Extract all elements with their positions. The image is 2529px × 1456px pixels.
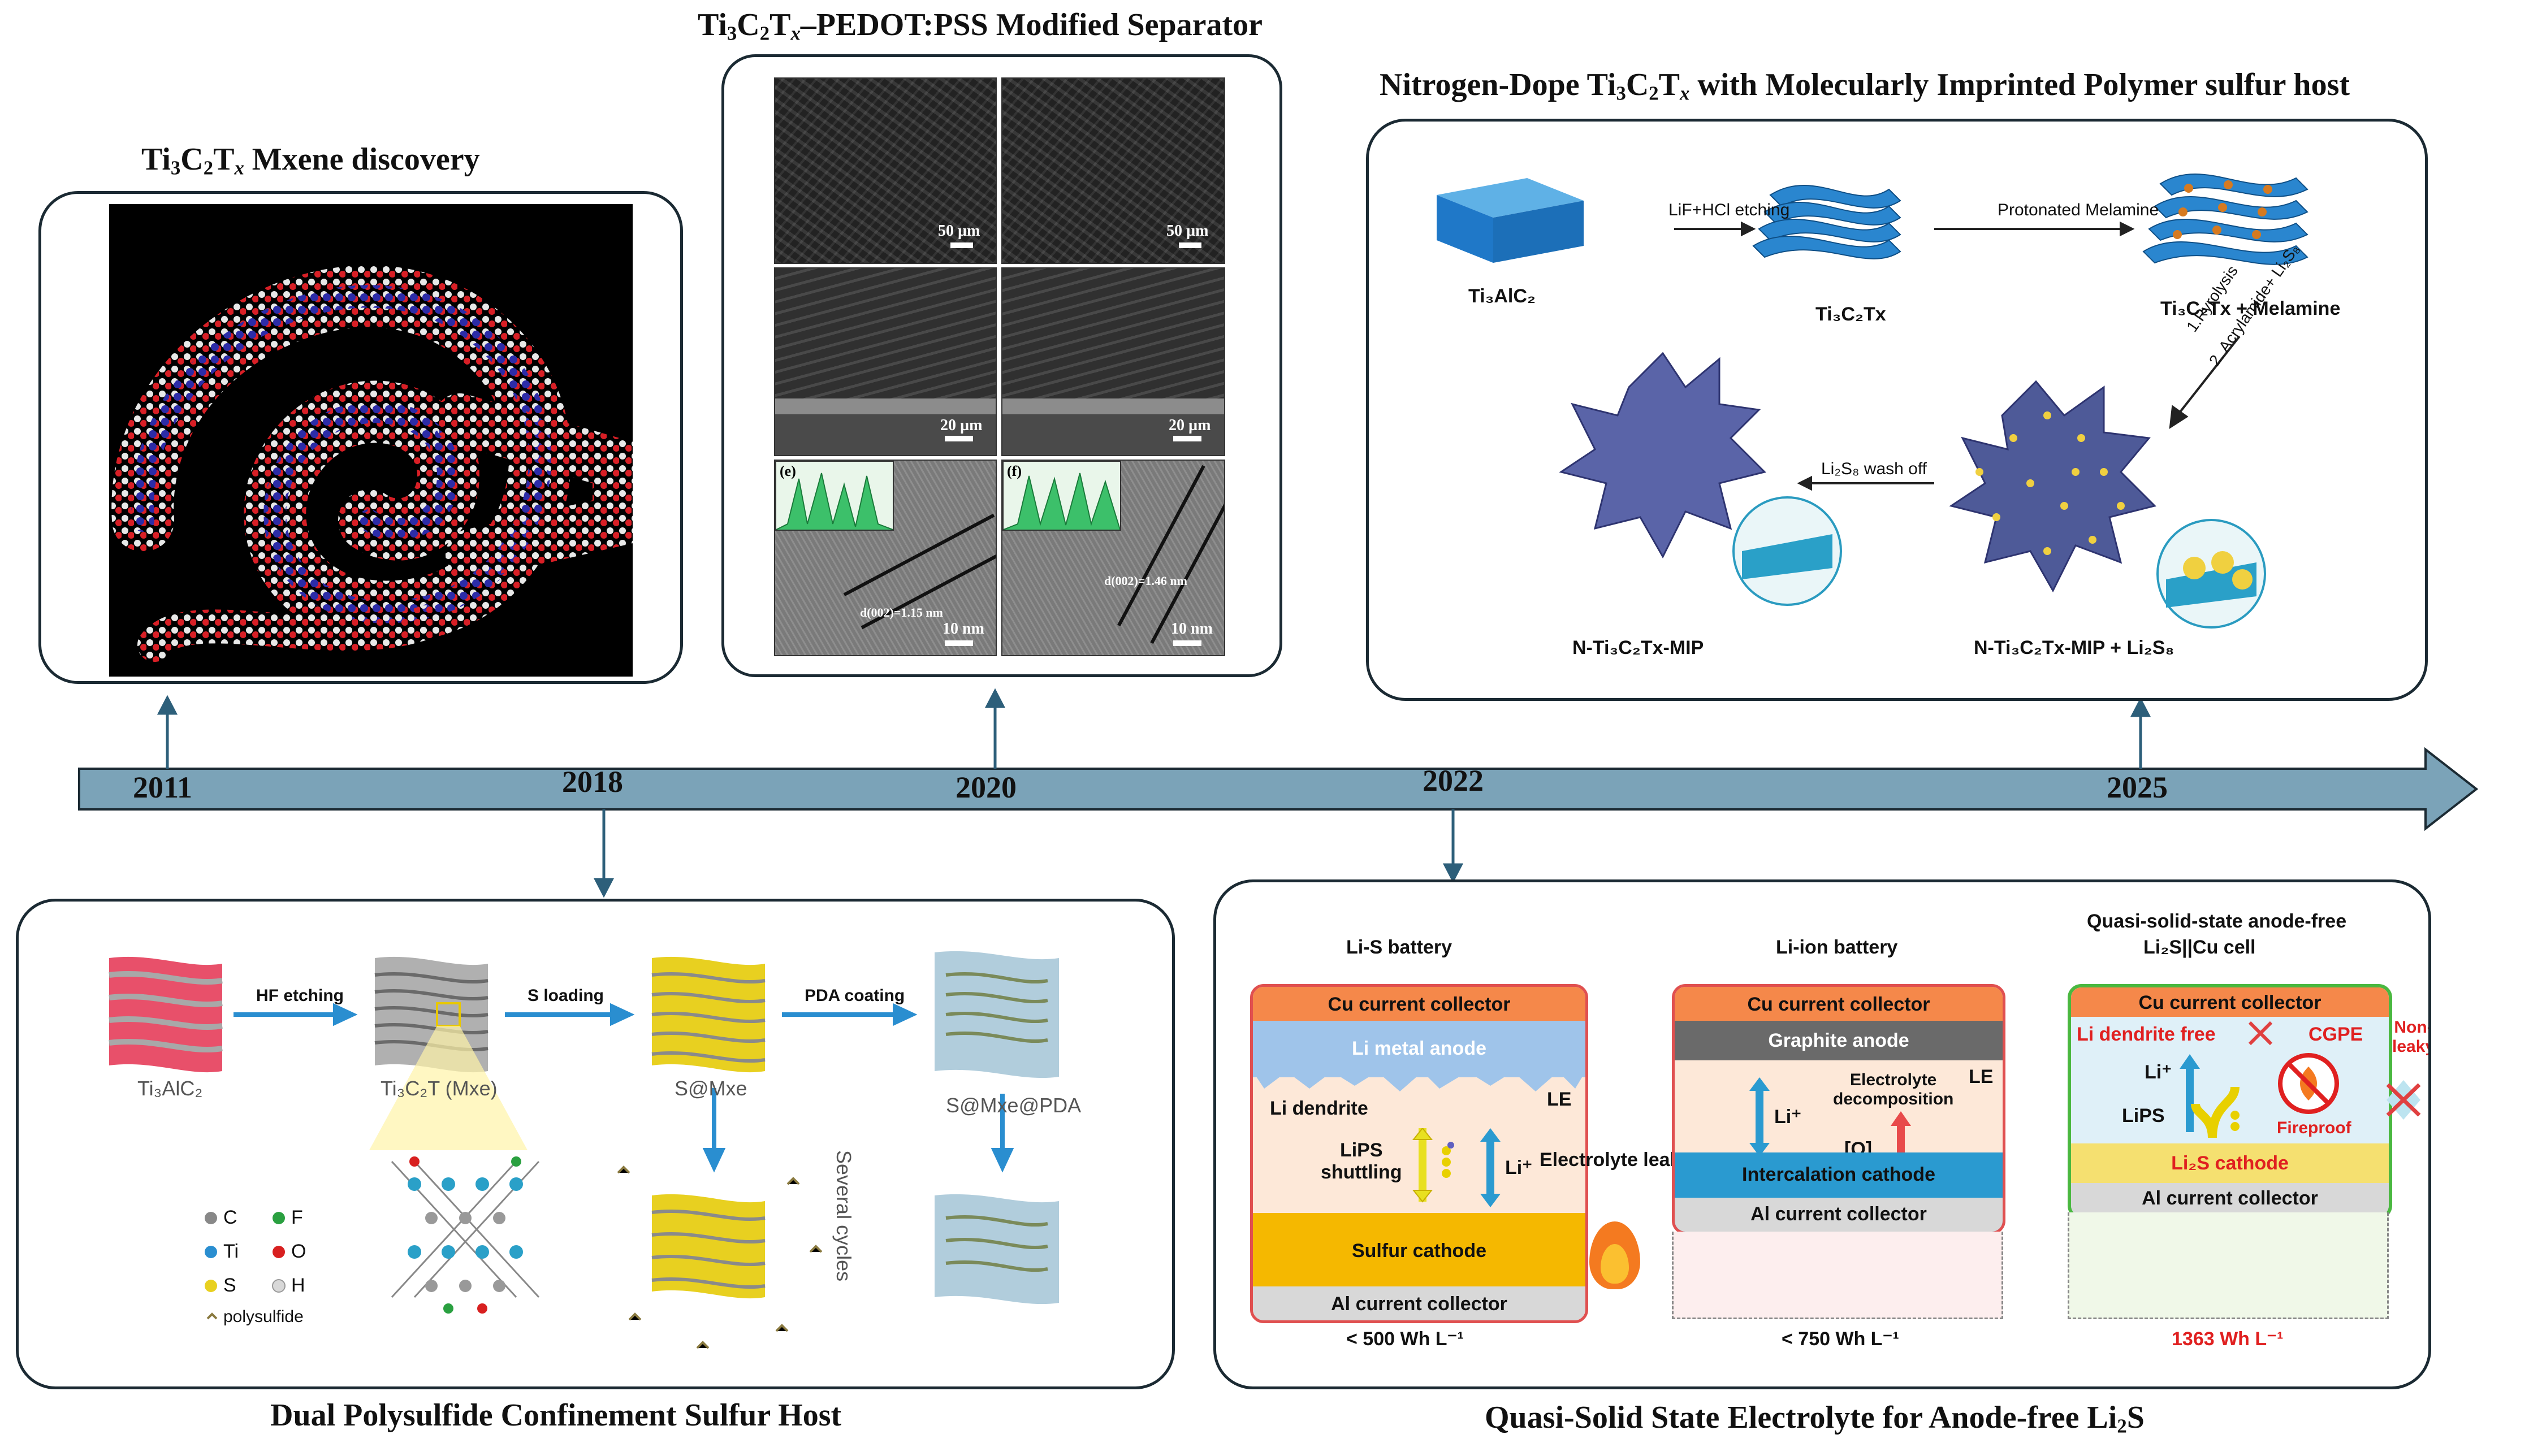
tem-image-e: (e) d(002)=1.15 nm 10 nm	[774, 460, 997, 656]
af-fireproof: Fireproof	[2277, 1119, 2351, 1137]
af-cu: Cu current collector	[2138, 992, 2322, 1013]
quasi-panel: Li-S battery Cu current collector Li met…	[1213, 879, 2431, 1389]
year-2022: 2022	[1423, 764, 1484, 798]
lis-li-ion: Li⁺	[1505, 1157, 1533, 1178]
label-ti3alc2: Ti₃AlC₂	[1468, 285, 1536, 307]
sem-cross-section-right: 20 µm	[1001, 267, 1225, 456]
lis-heading: Li-S battery	[1346, 937, 1452, 958]
legend-ti: Ti	[223, 1241, 239, 1262]
lis-cathode: Sulfur cathode	[1351, 1240, 1487, 1262]
x-icon	[2248, 1021, 2273, 1046]
liion-heading: Li-ion battery	[1776, 937, 1898, 958]
year-2025: 2025	[2107, 770, 2168, 804]
label-mip-li2s8: N-Ti₃C₂Tx-MIP + Li₂S₈	[1974, 637, 2174, 658]
ndope-title: Nitrogen-Dope Ti3C2Tx with Molecularly I…	[1380, 67, 2350, 105]
step-wash-off: Li₂S₈ wash off	[1821, 460, 1927, 478]
liion-decomp: Electrolyte decomposition	[1833, 1071, 1954, 1108]
li-cycle-arrows	[2180, 1054, 2240, 1138]
dual-step-pda: PDA coating	[805, 986, 905, 1005]
liion-anode: Graphite anode	[1768, 1030, 1909, 1051]
af-heading-2: Li₂S||Cu cell	[2143, 937, 2256, 958]
sem-image-top-left: 50 µm	[774, 77, 997, 264]
af-lips: LiPS	[2122, 1105, 2165, 1126]
af-li-ion: Li⁺	[2145, 1061, 2172, 1083]
year-2020: 2020	[956, 770, 1017, 804]
lis-al: Al current collector	[1331, 1293, 1507, 1315]
lis-cu: Cu current collector	[1328, 994, 1511, 1015]
pedot-panel: 50 µm 50 µm 20 µm 20 µm (e) d(002)=1.15 …	[721, 54, 1282, 677]
legend-f: F	[291, 1207, 303, 1228]
spiral-structure-graphic	[111, 265, 643, 662]
label-mip: N-Ti₃C₂Tx-MIP	[1572, 637, 1704, 658]
label-ti3c2tx-melamine: Ti₃C₂Tx + Melamine	[2160, 298, 2341, 319]
ndope-panel: LiF+HCl etching Protonated Melamine 1.Py…	[1366, 119, 2428, 701]
pedot-title: Ti3C2Tx–PEDOT:PSS Modified Separator	[698, 7, 1263, 45]
step-etching: LiF+HCl etching	[1668, 201, 1790, 219]
af-cell: Cu current collector Li dendrite free CG…	[2068, 984, 2392, 1219]
af-al: Al current collector	[2142, 1188, 2318, 1209]
af-energy: 1363 Wh L⁻¹	[2172, 1328, 2284, 1350]
af-nonleaky: Non- leaky	[2392, 1018, 2431, 1056]
af-heading-1: Quasi-solid-state anode-free	[2087, 911, 2347, 932]
lis-lips: LiPS shuttling	[1321, 1139, 1402, 1183]
dual-label-ti3alc2: Ti₃AlC₂	[137, 1077, 203, 1100]
dual-label-smxe: S@Mxe	[675, 1077, 747, 1100]
legend-polysulfide: polysulfide	[223, 1307, 304, 1326]
legend-h: H	[291, 1275, 305, 1296]
liion-le: LE	[1969, 1066, 1994, 1087]
lis-le: LE	[1547, 1089, 1572, 1110]
dual-label-mxe: Ti₃C₂T (Mxe)	[381, 1077, 498, 1100]
dual-step-hf: HF etching	[256, 986, 344, 1005]
step-melamine: Protonated Melamine	[1998, 201, 2159, 219]
mxene-structure-image	[109, 204, 643, 677]
dual-several-cycles: Several cycles	[832, 1150, 855, 1282]
year-2018: 2018	[562, 765, 623, 799]
dual-step-s-loading: S loading	[528, 986, 604, 1005]
mxene-panel	[38, 191, 683, 684]
lis-dendrite: Li dendrite	[1270, 1098, 1368, 1119]
liion-li-ion: Li⁺	[1774, 1106, 1802, 1128]
liion-cu: Cu current collector	[1747, 994, 1930, 1015]
dual-panel: HF etching S loading PDA coating Ti₃AlC₂…	[16, 899, 1175, 1389]
year-2011: 2011	[133, 770, 193, 804]
lis-cell: Cu current collector Li metal anode Li d…	[1250, 984, 1588, 1323]
ndope-graphics	[1437, 174, 2308, 629]
legend-s: S	[223, 1275, 236, 1296]
quasi-title: Quasi-Solid State Electrolyte for Anode-…	[1485, 1400, 2145, 1437]
af-cathode: Li₂S cathode	[2171, 1152, 2289, 1174]
legend-c: C	[223, 1207, 237, 1228]
label-ti3c2tx: Ti₃C₂Tx	[1815, 304, 1886, 325]
legend-o: O	[291, 1241, 306, 1262]
sem-image-top-right: 50 µm	[1001, 77, 1225, 264]
non-leaky-x-icon	[2386, 1080, 2421, 1120]
tem-image-f: (f) d(002)=1.46 nm 10 nm	[1001, 460, 1225, 656]
lis-energy: < 500 Wh L⁻¹	[1346, 1328, 1464, 1350]
liion-energy: < 750 Wh L⁻¹	[1782, 1328, 1899, 1350]
sem-cross-section-left: 20 µm	[774, 267, 997, 456]
liion-cathode-block: Intercalation cathode Al current collect…	[1672, 1152, 2005, 1234]
no-fire-icon	[2278, 1053, 2339, 1114]
af-cgpe: CGPE	[2308, 1024, 2363, 1045]
af-dendrite-free: Li dendrite free	[2077, 1024, 2216, 1045]
dual-label-smxepda: S@Mxe@PDA	[946, 1094, 1082, 1117]
liion-cathode: Intercalation cathode	[1742, 1164, 1935, 1185]
mxene-title: Ti3C2Tx Mxene discovery	[141, 142, 480, 179]
lis-anode: Li metal anode	[1351, 1038, 1487, 1059]
liion-al: Al current collector	[1750, 1203, 1927, 1225]
dual-title: Dual Polysulfide Confinement Sulfur Host	[270, 1398, 842, 1433]
dual-graphics	[109, 951, 1059, 1349]
